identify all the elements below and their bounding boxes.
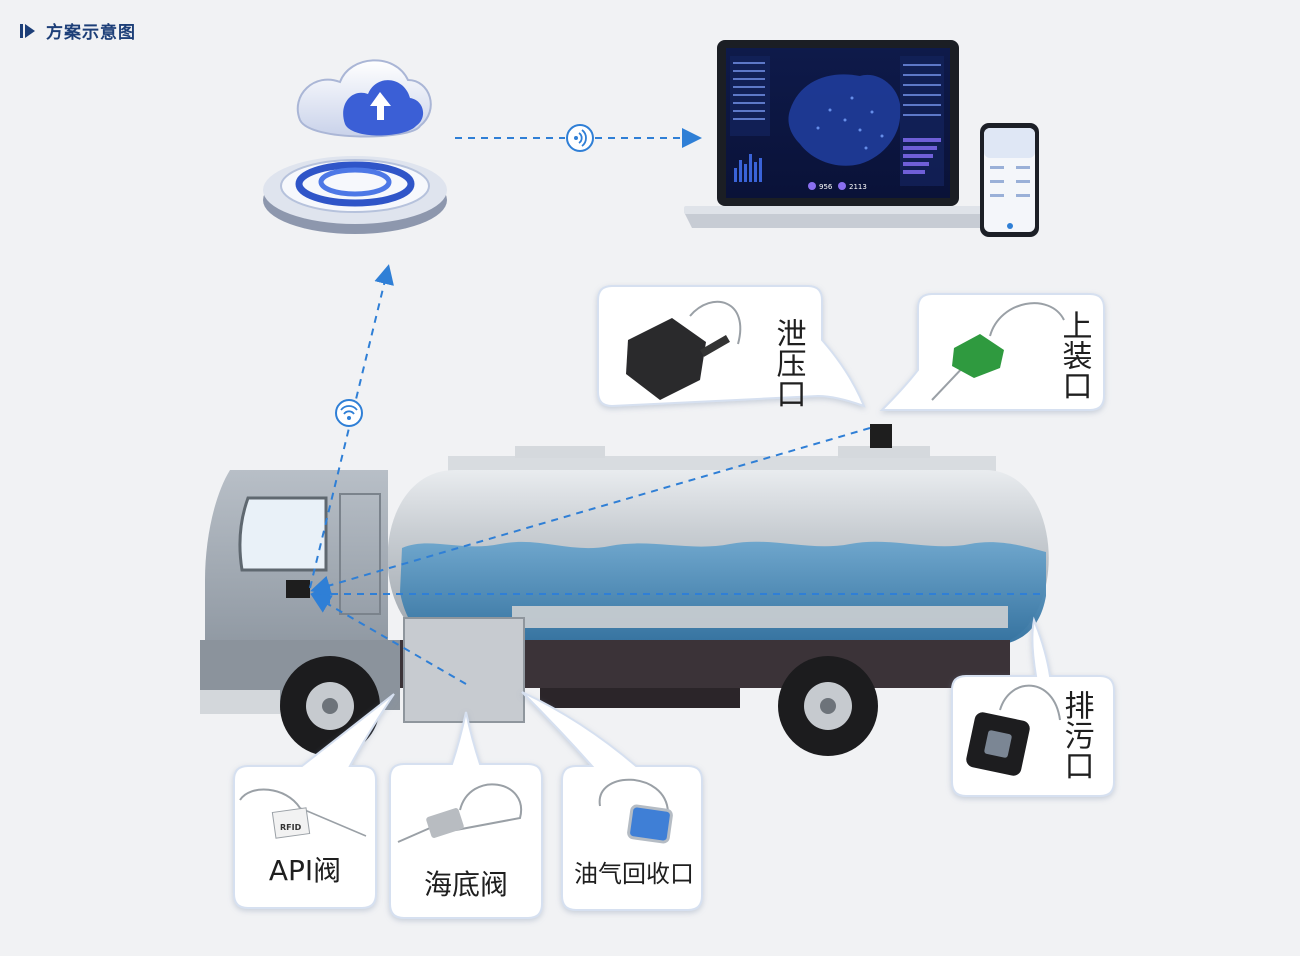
- bottom-valve-seal-device-icon: [397, 783, 523, 843]
- section-header: 方案示意图: [20, 18, 136, 43]
- tanker-truck: [200, 424, 1049, 756]
- callout-bottom-valve: [389, 711, 543, 919]
- callout-vapor-recovery: [521, 691, 703, 911]
- dashboard-stat-1: 956: [819, 183, 833, 191]
- api-valve-seal-device-icon: RFID: [239, 788, 367, 839]
- pressure-seal-device-icon: [626, 300, 742, 400]
- label-bottom-valve: 海底阀: [424, 868, 508, 901]
- label-api-valve: API阀: [269, 854, 341, 887]
- loading-seal-device-icon: [931, 302, 1065, 401]
- cab-terminal: [286, 580, 310, 598]
- page-title: 方案示意图: [46, 23, 136, 43]
- phone-app: [980, 123, 1039, 237]
- wireless-signal-icon: [566, 124, 594, 152]
- cloud-platform-icon: [263, 59, 447, 234]
- dashboard-stat-2: 2113: [849, 183, 867, 191]
- rfid-tag: RFID: [280, 823, 302, 832]
- drain-seal-device-icon: [966, 684, 1061, 776]
- wireless-signal-icon: [335, 399, 363, 427]
- label-vapor-recovery: 油气回收口: [574, 860, 694, 888]
- label-drain-port: 排污口: [1059, 690, 1094, 780]
- label-loading-port: 上装口: [1057, 310, 1092, 400]
- vapor-recovery-seal-device-icon: [598, 778, 673, 844]
- play-marker-icon: [20, 23, 35, 38]
- label-pressure-port: 泄压口: [771, 318, 807, 408]
- laptop-dashboard: 956 2113: [684, 40, 992, 228]
- callout-api-valve: [233, 693, 395, 909]
